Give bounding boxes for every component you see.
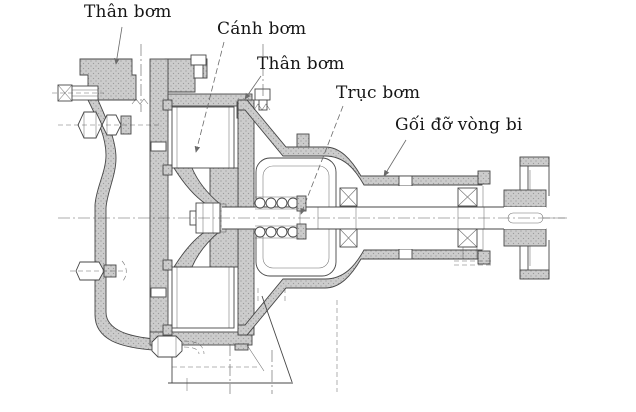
mounting-foot-outline	[151, 288, 293, 391]
leader-goi-do-vong-bi	[383, 139, 407, 177]
leader-truc-bom	[300, 105, 344, 215]
label-canh-bom: Cánh bơm	[217, 19, 307, 39]
ball-bearing-left	[339, 187, 358, 248]
leader-lines	[114, 26, 407, 215]
seal-ball-row	[254, 195, 307, 240]
leader-than-bom-1	[114, 26, 123, 65]
label-than-bom-2: Thân bơm	[257, 54, 345, 74]
leader-canh-bom	[194, 41, 225, 153]
drain-port	[398, 248, 413, 260]
ball-bearing-right	[457, 187, 478, 248]
impeller-vane-top	[171, 106, 235, 169]
impeller-section	[162, 99, 239, 336]
oil-filler-port	[398, 175, 413, 187]
label-goi-do-vong-bi: Gối đỡ vòng bi	[395, 115, 523, 135]
label-truc-bom: Trục bơm	[336, 83, 421, 103]
leader-than-bom-2	[244, 75, 262, 100]
drain-fitting	[77, 98, 149, 139]
label-than-bom-1: Thân bơm	[84, 2, 172, 22]
center-lines	[52, 44, 567, 394]
impeller-vane-bottom	[171, 266, 235, 329]
